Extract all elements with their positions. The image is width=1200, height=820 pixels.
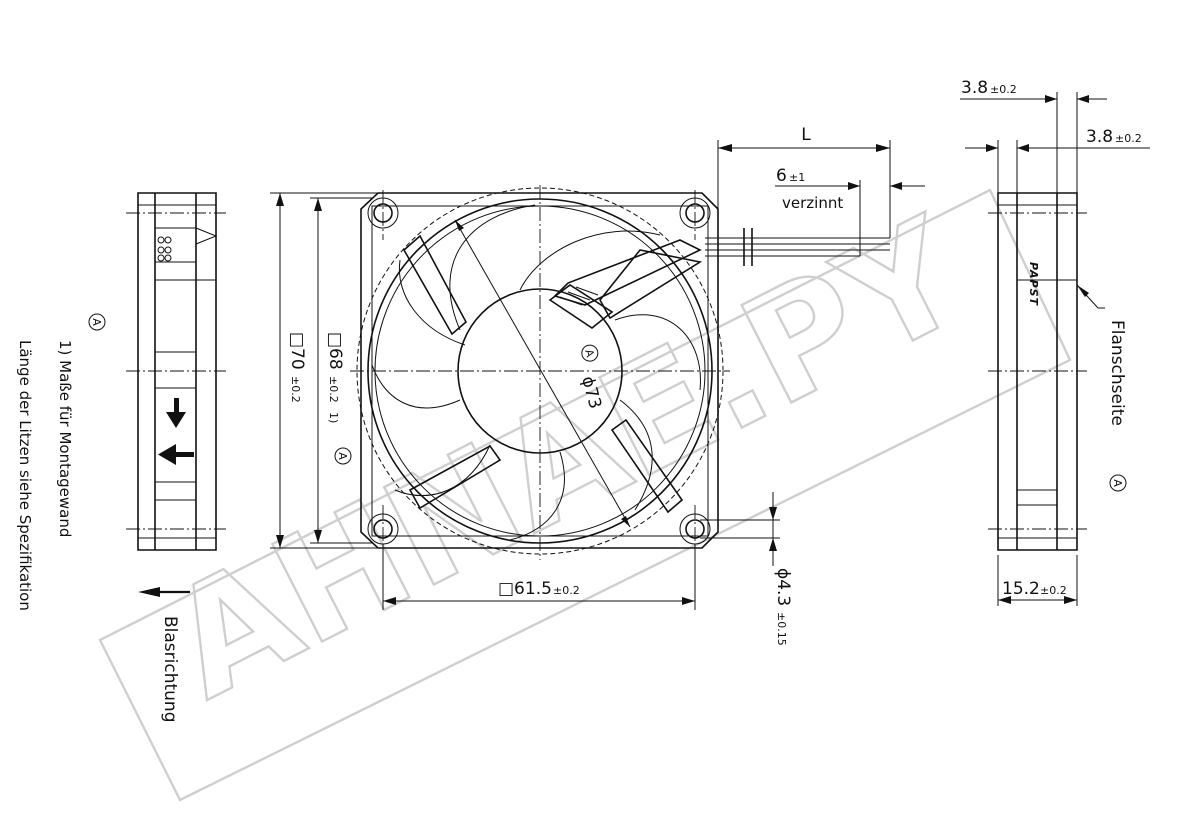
flange-side-label: Flanschseite A	[1076, 284, 1127, 492]
mount-note: 1) Maße für Montagewand	[56, 340, 74, 537]
svg-text:±0.2: ±0.2	[1040, 584, 1067, 597]
svg-text:15.2: 15.2	[1002, 579, 1040, 599]
svg-text:□61.5: □61.5	[498, 579, 552, 599]
svg-text:L: L	[801, 125, 811, 145]
svg-text:±1: ±1	[789, 171, 805, 184]
leads	[705, 228, 890, 266]
svg-text:A: A	[1111, 479, 1124, 487]
svg-text:±0.2: ±0.2	[990, 83, 1017, 96]
svg-text:A: A	[336, 452, 349, 460]
svg-text:ϕ4.3: ϕ4.3	[773, 568, 793, 606]
dim-tinned: 6 ±1 verzinnt	[775, 166, 925, 256]
side-view-left	[126, 192, 226, 551]
dim-top-1: 3.8 ±0.2	[960, 78, 1107, 193]
tinned-label: verzinnt	[782, 194, 843, 212]
watermark: AHNAE.PY	[98, 184, 1072, 802]
svg-text:A: A	[90, 318, 103, 326]
svg-text:6: 6	[776, 166, 787, 186]
airflow-label: Blasrichtung	[160, 616, 180, 723]
svg-text:□70: □70	[287, 332, 307, 370]
svg-text:1): 1)	[327, 412, 340, 423]
svg-text:±0.2: ±0.2	[1115, 132, 1142, 145]
dim-L: L	[717, 125, 891, 238]
dim-hole-pitch: □61.5 ±0.2	[382, 545, 696, 610]
dim-outer: □70 ±0.2	[270, 192, 378, 549]
dim-depth: 15.2 ±0.2	[997, 555, 1078, 606]
lead-stubs	[157, 227, 218, 262]
leads-note: Länge der Litzen siehe Spezifikation	[16, 340, 34, 611]
left-arrow-icon	[158, 444, 194, 465]
down-arrow-icon	[166, 398, 186, 428]
svg-text:±0.2: ±0.2	[289, 376, 302, 403]
svg-text:3.8: 3.8	[1086, 127, 1113, 147]
svg-text:±0.15: ±0.15	[775, 612, 788, 646]
svg-text:A: A	[582, 348, 597, 359]
svg-text:±0.2: ±0.2	[553, 584, 580, 597]
watermark-text: AHNAE.PY	[144, 185, 993, 732]
dim-top-2: 3.8 ±0.2	[965, 127, 1150, 193]
ref-a-note: A	[88, 313, 106, 331]
front-view	[350, 185, 730, 560]
svg-text:3.8: 3.8	[961, 78, 988, 98]
dim-hole: ϕ4.3 ±0.15	[700, 492, 793, 646]
svg-text:Flanschseite: Flanschseite	[1107, 320, 1127, 426]
lead-connector	[548, 284, 614, 329]
svg-text:±0.2: ±0.2	[327, 376, 340, 403]
airflow-arrow	[138, 587, 190, 597]
brand-label: PAPST	[1027, 262, 1040, 307]
svg-text:□68: □68	[325, 332, 345, 370]
side-view-right: PAPST	[988, 192, 1087, 551]
dim-flange: □68 ±0.2 1) A	[310, 197, 372, 544]
impeller-blades	[371, 204, 701, 541]
struts	[402, 234, 703, 514]
venturi-outer	[356, 187, 724, 555]
